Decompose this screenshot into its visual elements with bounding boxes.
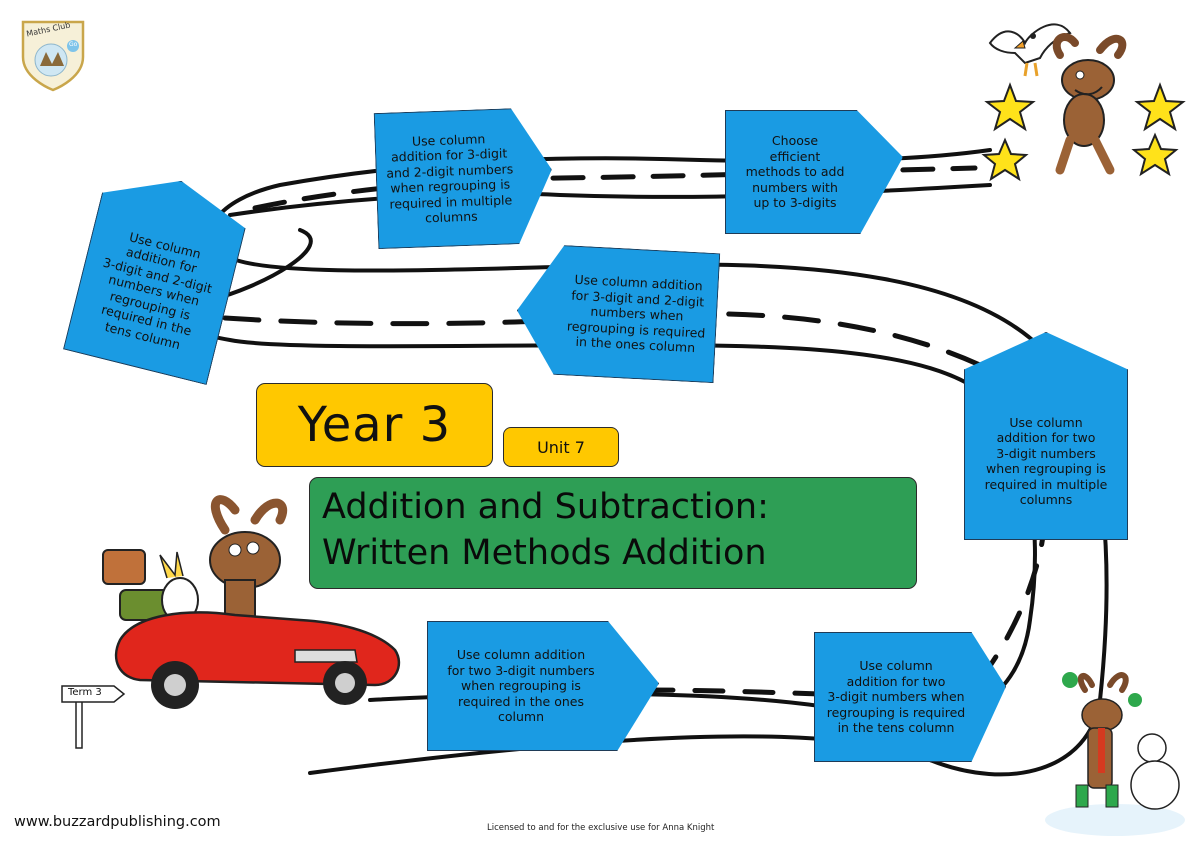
page-title: Addition and Subtraction: Written Method… (309, 477, 917, 589)
stars-decoration (981, 82, 1186, 182)
star-icon (1131, 132, 1179, 177)
car-icon (102, 495, 401, 709)
signpost-label: Term 3 (68, 687, 102, 698)
logo-badge-label: Go (69, 41, 78, 48)
star-icon (1134, 82, 1186, 132)
title-line-1: Addition and Subtraction: (322, 487, 769, 527)
footer-url: www.buzzardpublishing.com (14, 814, 221, 830)
logo-badge-icon: Maths Club Go (18, 12, 88, 92)
title-line-2: Written Methods Addition (322, 533, 767, 573)
star-icon (984, 82, 1036, 132)
luggage-icon (102, 549, 171, 621)
cockatoo-icon (988, 23, 1072, 77)
signpost-icon: Term 3 (58, 680, 128, 750)
snowman-icon (1045, 672, 1185, 836)
unit-label: Unit 7 (503, 427, 619, 467)
star-icon (981, 137, 1029, 182)
year-label: Year 3 (256, 383, 493, 467)
footer-license: Licensed to and for the exclusive use fo… (487, 823, 715, 833)
moose-icon (1052, 33, 1127, 175)
